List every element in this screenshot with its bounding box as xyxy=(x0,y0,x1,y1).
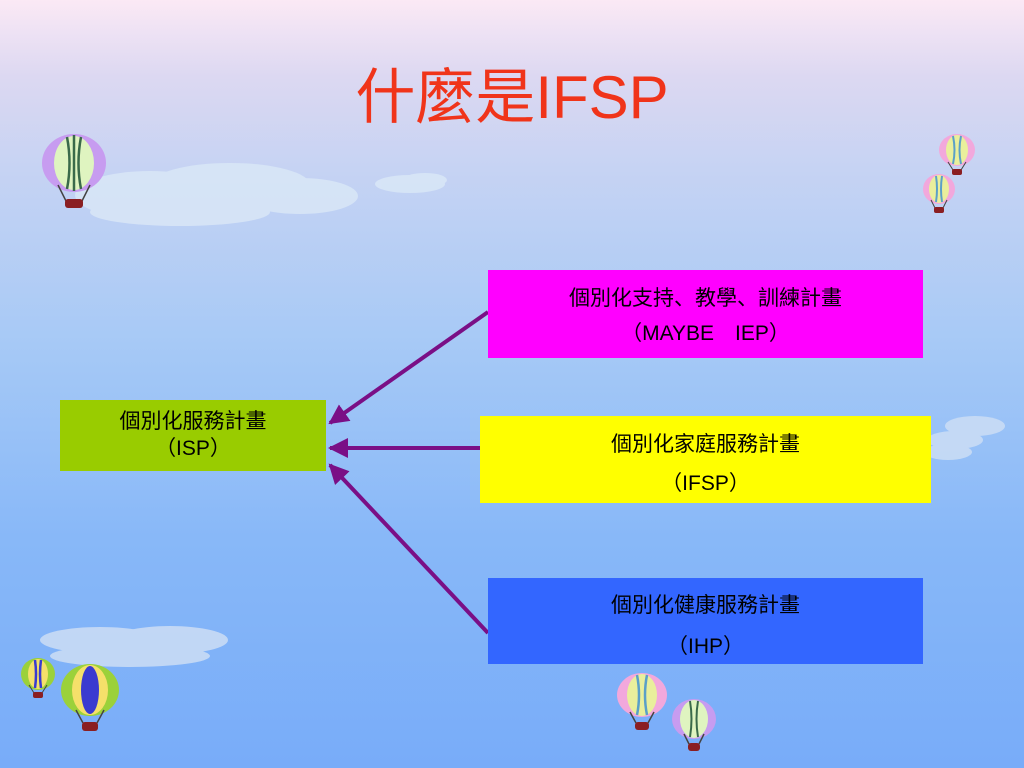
cloud-icon xyxy=(75,163,358,226)
arrow-support-to-isp xyxy=(328,310,490,425)
page-title-chinese: 什麼是 xyxy=(355,63,536,133)
cloud-icon xyxy=(924,416,1005,460)
isp-box-acronym: （ISP） xyxy=(155,437,231,460)
hot-air-balloon-icon xyxy=(939,134,975,175)
ihp-box: 個別化健康服務計畫 （IHP） xyxy=(488,578,923,664)
ifsp-box-acronym: （IFSP） xyxy=(661,472,750,495)
hot-air-balloon-icon xyxy=(61,664,119,731)
isp-box-title: 個別化服務計畫 xyxy=(119,409,267,433)
ihp-box-title: 個別化健康服務計畫 xyxy=(611,593,800,617)
hot-air-balloon-icon xyxy=(21,658,55,698)
hot-air-balloon-icon xyxy=(617,673,667,730)
ifsp-box-title: 個別化家庭服務計畫 xyxy=(611,432,800,456)
support-plan-box-acronym: （MAYBE IEP） xyxy=(621,322,790,345)
hot-air-balloon-icon xyxy=(672,699,716,751)
page-title-acronym: IFSP xyxy=(535,64,669,131)
support-plan-box: 個別化支持、教學、訓練計畫 （MAYBE IEP） xyxy=(488,270,923,358)
hot-air-balloon-icon xyxy=(42,134,106,208)
arrow-ihp-to-isp xyxy=(328,463,490,635)
isp-box: 個別化服務計畫 （ISP） xyxy=(60,400,326,471)
cloud-icon xyxy=(40,626,228,667)
page-title: 什麼是IFSP xyxy=(0,62,1024,134)
cloud-icon xyxy=(375,173,447,193)
ifsp-box: 個別化家庭服務計畫 （IFSP） xyxy=(480,416,931,503)
hot-air-balloon-icon xyxy=(923,174,955,213)
support-plan-box-title: 個別化支持、教學、訓練計畫 xyxy=(569,286,842,310)
ihp-box-acronym: （IHP） xyxy=(666,635,744,658)
